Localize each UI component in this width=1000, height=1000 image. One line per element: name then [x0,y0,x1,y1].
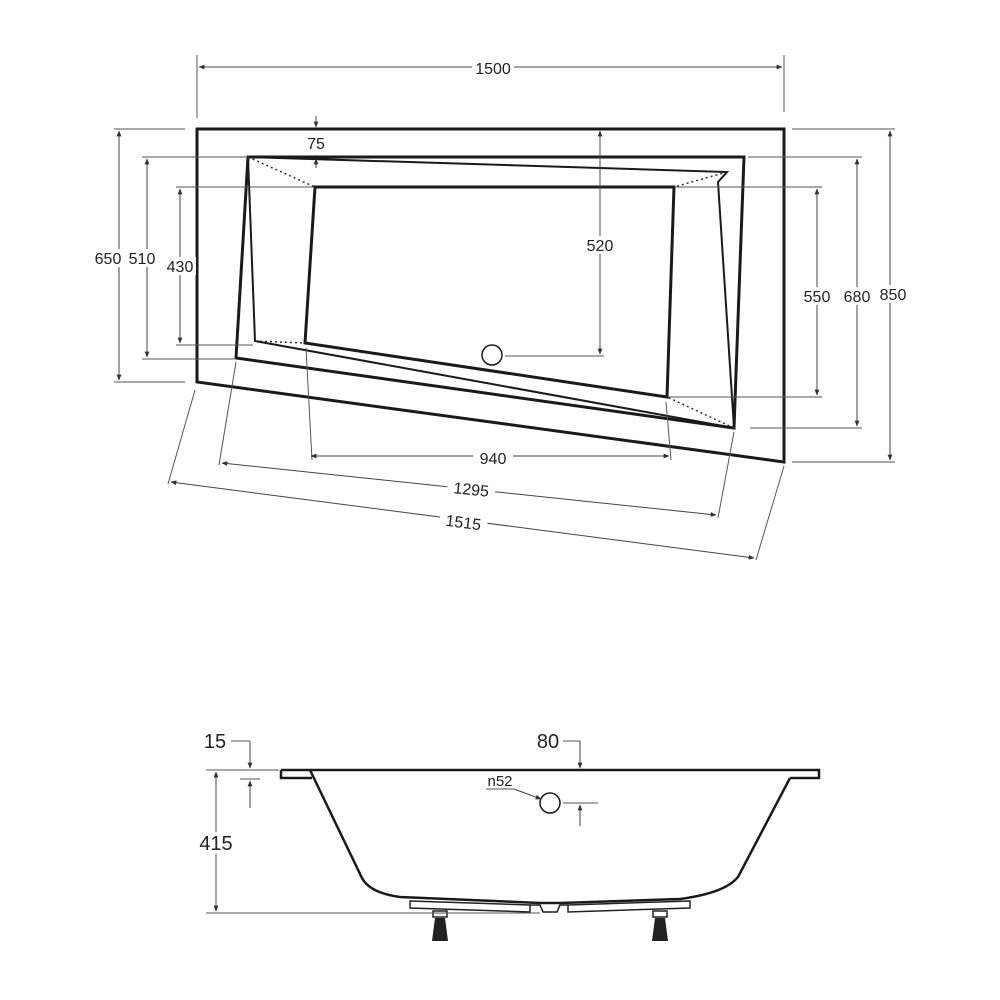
overflow-circle [539,792,561,814]
dim-label-1500: 1500 [475,61,511,78]
dim-label-430: 430 [167,259,194,276]
dim-label-75: 75 [307,136,325,153]
dim-left-430: 430 [164,186,313,346]
dim-right-850: 850 [792,128,910,463]
dim-bottom-940: 940 [305,347,672,468]
tub-bowl-floor [303,185,676,399]
dim-right-550: 550 [668,186,834,398]
tub-side-base [409,900,691,913]
dim-label-550: 550 [804,289,831,306]
tub-side-rim [279,768,821,780]
dim-label-680: 680 [844,289,871,306]
dim-left-510: 510 [126,156,246,360]
dim-label-940: 940 [480,451,507,468]
dim-rim-15: 15 [204,731,260,808]
tub-bowl-rim [246,155,736,430]
corner-dotted-lines [247,156,735,429]
dim-diagonal-1515: 1515 [167,389,785,561]
tub-foot-left [432,910,448,941]
dim-height-415: 415 [196,769,540,914]
dim-overflow-n52: n52 [486,773,542,800]
tub-foot-right [652,910,668,941]
dim-label-1515: 1515 [444,513,482,534]
dim-left-650: 650 [92,128,185,383]
dim-rim-offset: 75 [307,116,325,168]
dim-right-680: 680 [748,156,874,429]
dim-label-415: 415 [199,833,232,855]
dim-label-15: 15 [204,731,226,753]
dim-label-n52: n52 [487,773,512,790]
dim-label-80: 80 [537,731,559,753]
dim-overall-width: 1500 [196,55,785,118]
dim-label-520: 520 [587,238,614,255]
side-view: 15 80 n52 415 [196,731,821,941]
dim-diagonal-1295: 1295 [218,361,735,519]
dim-label-510: 510 [129,251,156,268]
tub-outer-outline [195,127,786,464]
top-view: 1500 75 520 650 510 [92,55,910,561]
tub-side-base-notch [530,904,568,913]
dim-label-1295: 1295 [453,480,490,501]
dim-overflow-80: 80 [537,731,598,826]
drain-circle [481,344,503,366]
dim-label-650: 650 [95,251,122,268]
dim-label-850: 850 [880,287,907,304]
dim-drain-520: 520 [505,130,617,357]
tub-side-body [308,769,792,905]
